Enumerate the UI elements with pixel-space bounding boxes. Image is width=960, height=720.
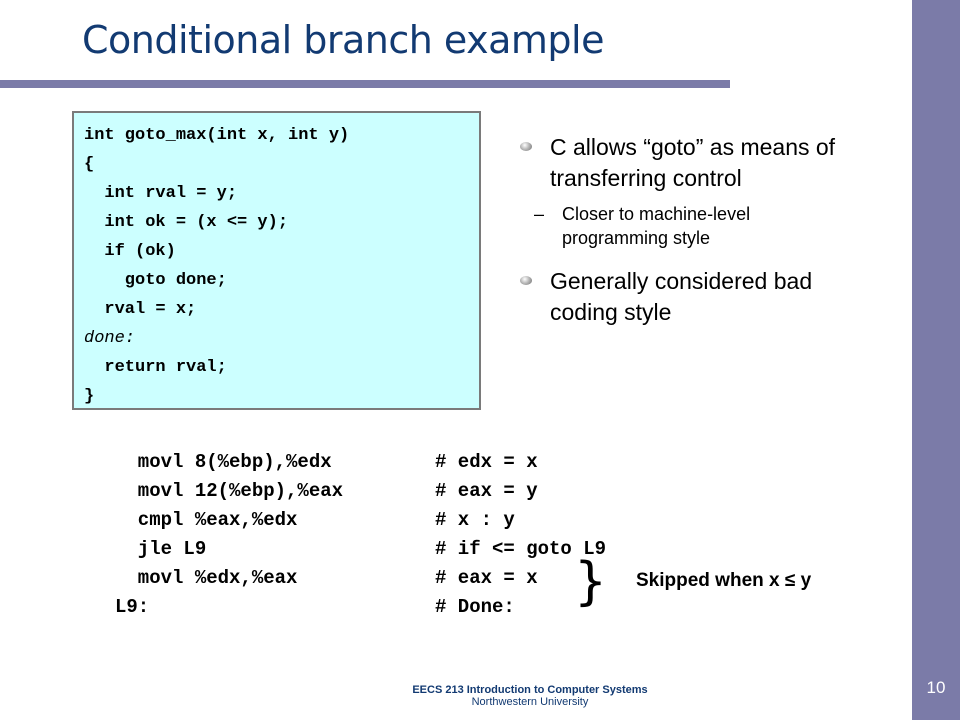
asm-line: jle L9 # if <= goto L9: [115, 535, 606, 564]
bullet-text: C allows “goto” as means of transferring…: [550, 134, 836, 191]
dash-icon: –: [534, 204, 545, 224]
asm-line: movl 12(%ebp),%eax # eax = y: [115, 477, 606, 506]
side-accent-bar: [912, 0, 960, 720]
code-line: rval = x;: [84, 300, 197, 319]
footer-institution: Northwestern University: [471, 696, 589, 708]
code-line: if (ok): [84, 242, 176, 261]
slide-number: 10: [926, 678, 946, 697]
asm-comment: # eax = x: [435, 567, 538, 589]
sub-bullet-text: Closer to machine-level programming styl…: [562, 204, 751, 248]
code-line: return rval;: [84, 358, 227, 377]
bullet-text: Generally considered bad coding style: [550, 268, 813, 325]
asm-instruction: movl 12(%ebp),%eax: [115, 480, 344, 502]
asm-line: movl %edx,%eax # eax = x: [115, 564, 606, 593]
code-label-line: done:: [84, 329, 136, 348]
footer-course: EECS 213 Introduction to Computer System…: [412, 684, 648, 696]
bullet-dot-icon: [520, 142, 532, 151]
asm-comment: # if <= goto L9: [435, 538, 607, 560]
bullet-dot-icon: [520, 276, 532, 285]
bullet-list: C allows “goto” as means of transferring…: [520, 132, 860, 334]
footer: EECS 213 Introduction to Computer System…: [300, 684, 760, 708]
skip-annotation: Skipped when x ≤ y: [636, 570, 812, 591]
asm-instruction: movl %edx,%eax: [115, 567, 298, 589]
title-underline-bar: [0, 80, 730, 88]
asm-instruction: jle L9: [115, 538, 207, 560]
asm-comment: # x : y: [435, 509, 515, 531]
code-line: {: [84, 155, 95, 174]
asm-line: movl 8(%ebp),%edx # edx = x: [115, 448, 606, 477]
code-line: goto done;: [84, 271, 227, 290]
asm-line: cmpl %eax,%edx # x : y: [115, 506, 606, 535]
asm-comment: # Done:: [435, 596, 515, 618]
code-line: int ok = (x <= y);: [84, 213, 289, 232]
asm-instruction: movl 8(%ebp),%edx: [115, 451, 332, 473]
asm-comment: # eax = y: [435, 480, 538, 502]
assembly-listing: movl 8(%ebp),%edx # edx = x movl 12(%ebp)…: [115, 448, 606, 622]
bullet-item: Generally considered bad coding style: [520, 266, 860, 328]
bullet-item: C allows “goto” as means of transferring…: [520, 132, 860, 194]
asm-comment: # edx = x: [435, 451, 538, 473]
code-line: int rval = y;: [84, 184, 238, 203]
asm-instruction: L9:: [115, 596, 150, 618]
code-line: }: [84, 387, 95, 406]
code-line: int goto_max(int x, int y): [84, 126, 350, 145]
sub-bullet-item: – Closer to machine-level programming st…: [520, 202, 860, 250]
c-code-box: int goto_max(int x, int y) { int rval = …: [72, 111, 481, 410]
asm-line: L9: # Done:: [115, 593, 606, 622]
asm-instruction: cmpl %eax,%edx: [115, 509, 298, 531]
brace-icon: }: [574, 552, 608, 612]
slide-title: Conditional branch example: [82, 18, 605, 62]
